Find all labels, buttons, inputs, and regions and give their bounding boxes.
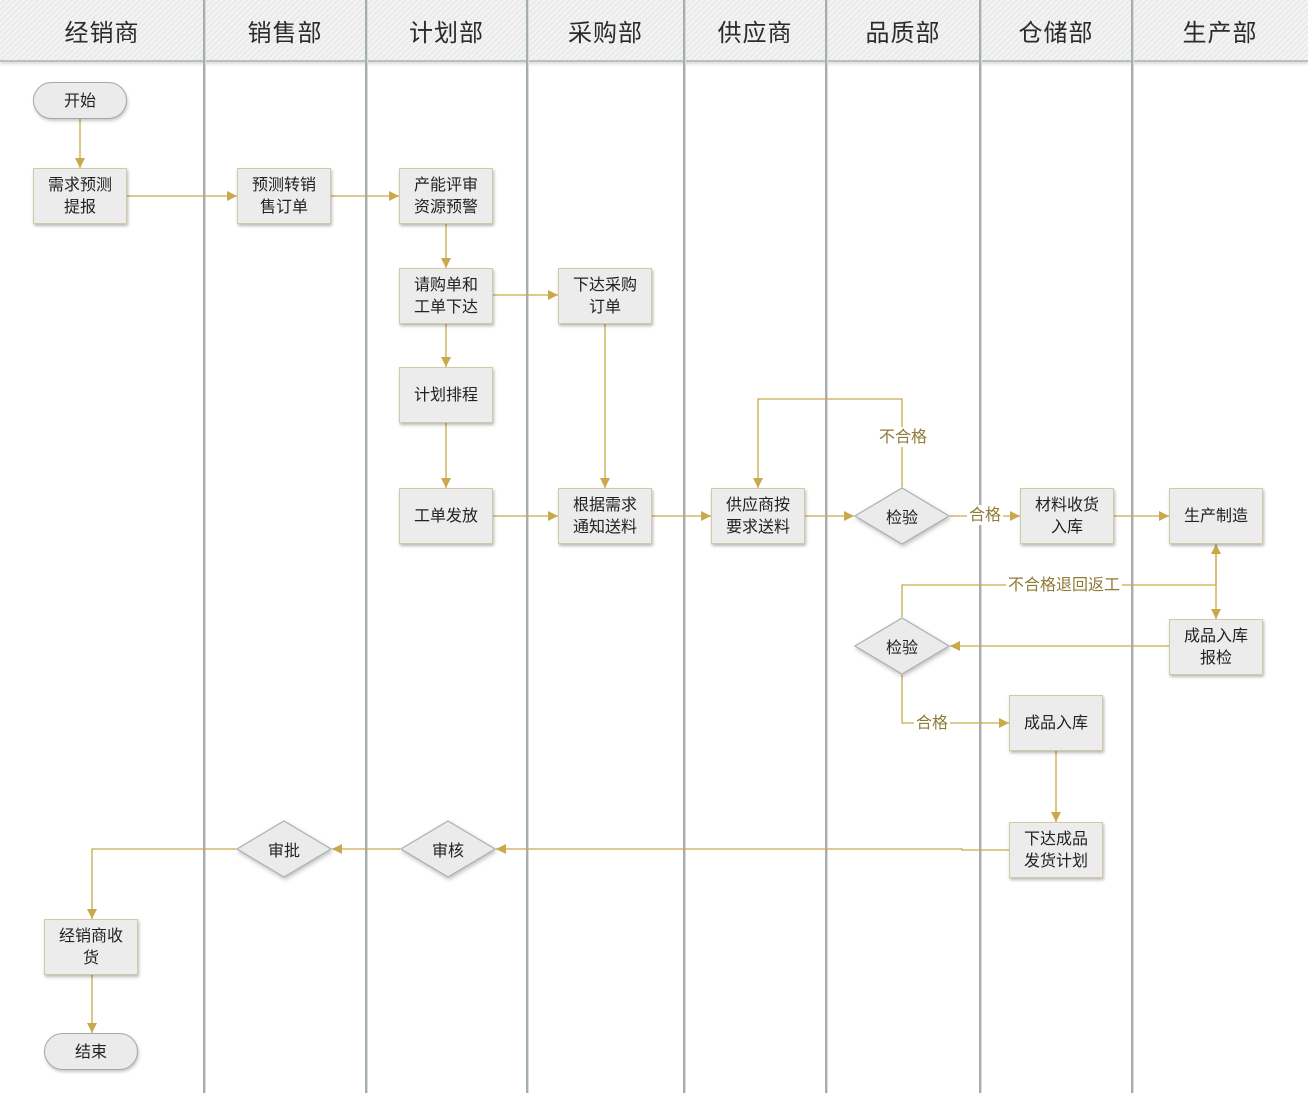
lane-divider	[365, 0, 367, 1093]
diamond-shape	[400, 820, 496, 878]
decision-approval: 审批	[236, 820, 332, 878]
node-label: 产能评审 资源预警	[413, 175, 478, 216]
node-requisition-workorder: 请购单和 工单下达	[399, 268, 493, 324]
connector-shipping-plan-to-review	[496, 844, 1009, 854]
node-label: 检验	[885, 638, 918, 657]
lane-title-quality: 品质部	[865, 18, 941, 47]
lane-divider	[683, 0, 685, 1093]
decision-fg-inspection: 检验	[854, 617, 950, 675]
node-end: 结束	[44, 1033, 138, 1070]
node-start: 开始	[33, 82, 127, 119]
node-fg-inspection-request: 成品入库 报检	[1169, 619, 1263, 675]
decision-incoming-inspection: 检验	[854, 487, 950, 545]
diamond-shape	[236, 820, 332, 878]
node-label: 成品入库 报检	[1183, 626, 1248, 667]
edge-label-fg-fail-rework: 不合格退回返工	[1005, 575, 1123, 595]
node-issue-purchase-order: 下达采购 订单	[558, 268, 652, 324]
lane-title-purchasing: 采购部	[568, 18, 643, 47]
node-dealer-receipt: 经销商收 货	[44, 919, 138, 975]
node-label: 检验	[885, 508, 918, 527]
node-label: 审批	[267, 841, 300, 860]
node-material-receipt: 材料收货 入库	[1020, 488, 1114, 544]
lane-title-planning: 计划部	[409, 18, 484, 47]
node-shipping-plan: 下达成品 发货计划	[1009, 822, 1103, 878]
lane-title-supplier: 供应商	[717, 18, 793, 47]
node-label: 需求预测 提报	[47, 175, 112, 216]
edge-label-incoming-fail: 不合格	[876, 427, 930, 447]
node-production: 生产制造	[1169, 488, 1263, 544]
lane-title-dealer: 经销商	[64, 18, 140, 47]
node-scheduling: 计划排程	[399, 367, 493, 423]
edge-label-fg-pass: 合格	[913, 713, 951, 733]
lane-divider	[825, 0, 827, 1093]
connector-approval-to-dealer-receipt	[87, 848, 236, 919]
node-label: 根据需求 通知送料	[572, 495, 637, 536]
node-label: 工单发放	[413, 506, 478, 525]
connector-fg-pass-to-warehousing	[901, 675, 1009, 728]
lane-title-warehouse: 仓储部	[1018, 18, 1094, 47]
node-capacity-review: 产能评审 资源预警	[399, 168, 493, 224]
lane-divider	[1131, 0, 1133, 1093]
node-supplier-delivery: 供应商按 要求送料	[711, 488, 805, 544]
lane-divider	[526, 0, 528, 1093]
node-demand-forecast: 需求预测 提报	[33, 168, 127, 224]
node-forecast-to-order: 预测转销 售订单	[237, 168, 331, 224]
node-label: 下达采购 订单	[572, 275, 637, 316]
diamond-shape	[854, 487, 950, 545]
decision-review: 审核	[400, 820, 496, 878]
lane-divider	[979, 0, 981, 1093]
node-label: 预测转销 售订单	[251, 175, 316, 216]
node-label: 经销商收 货	[58, 926, 123, 967]
node-label: 审核	[431, 841, 464, 860]
node-label: 成品入库	[1023, 713, 1088, 732]
lane-title-sales: 销售部	[247, 18, 323, 47]
node-label: 结束	[74, 1041, 107, 1061]
lane-title-production: 生产部	[1182, 18, 1258, 47]
node-label: 供应商按 要求送料	[725, 495, 790, 536]
edge-label-incoming-pass: 合格	[966, 505, 1004, 525]
node-label: 下达成品 发货计划	[1023, 829, 1088, 870]
node-notify-delivery: 根据需求 通知送料	[558, 488, 652, 544]
node-label: 生产制造	[1183, 506, 1248, 525]
node-workorder-release: 工单发放	[399, 488, 493, 544]
node-label: 开始	[63, 90, 96, 110]
lane-header-bar: 经销商 销售部 计划部 采购部 供应商 品质部 仓储部 生产部	[0, 0, 1308, 62]
node-label: 计划排程	[413, 385, 478, 404]
node-fg-warehousing: 成品入库	[1009, 695, 1103, 751]
node-label: 请购单和 工单下达	[413, 275, 478, 316]
lane-divider	[203, 0, 205, 1093]
node-label: 材料收货 入库	[1034, 495, 1099, 536]
diamond-shape	[854, 617, 950, 675]
